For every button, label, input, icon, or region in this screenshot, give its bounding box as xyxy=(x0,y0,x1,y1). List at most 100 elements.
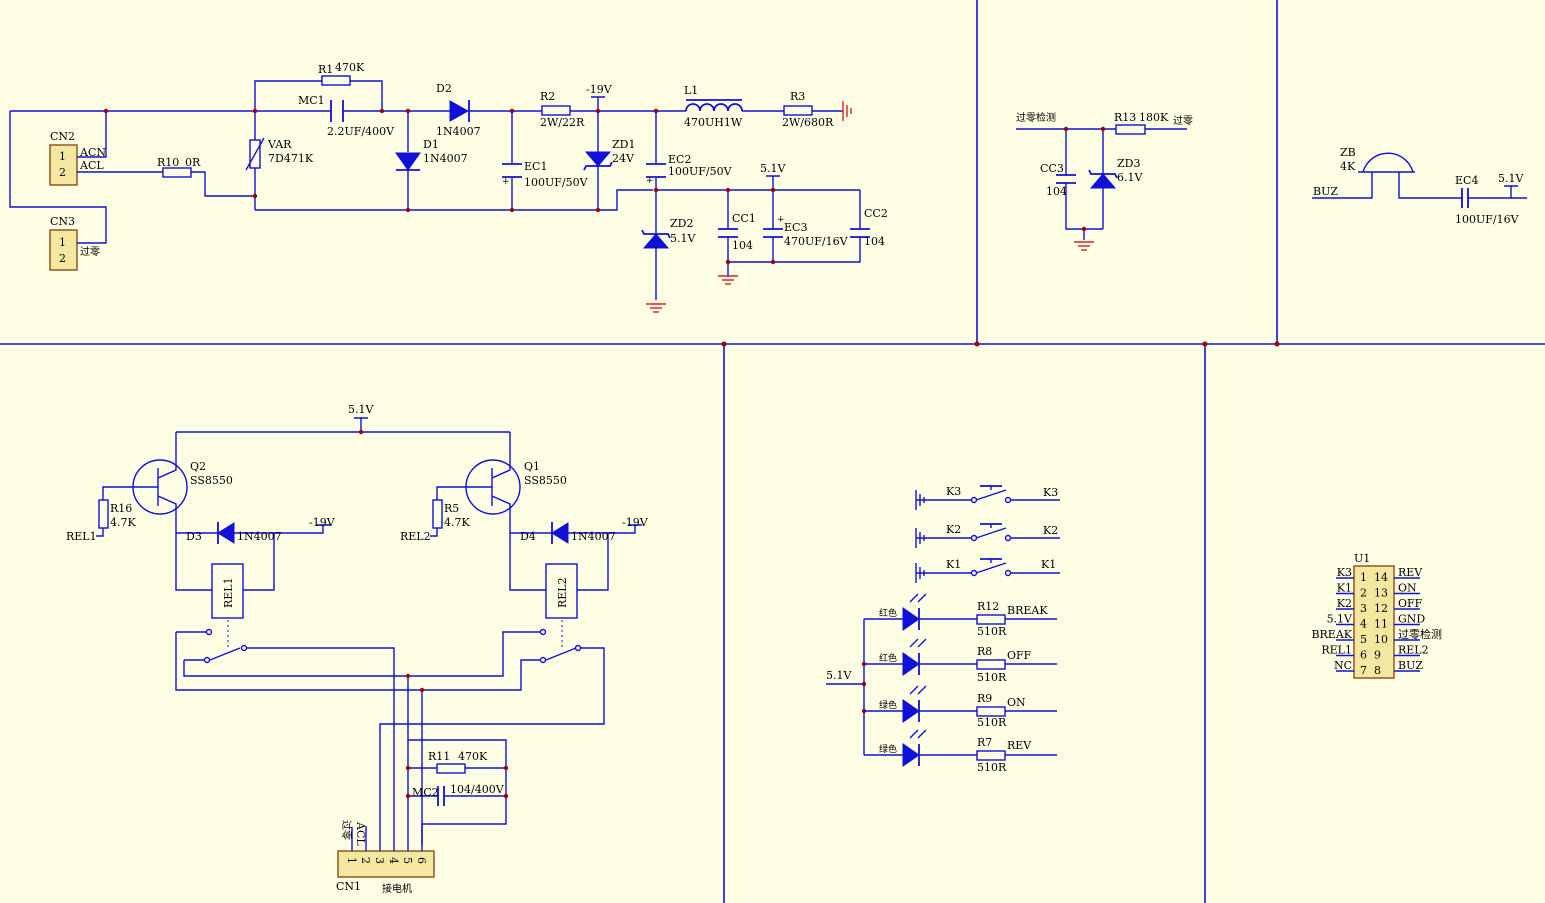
var-value: 7D471K xyxy=(268,152,314,165)
l1-ref: L1 xyxy=(684,84,698,97)
net-minus19v: -19V xyxy=(586,83,613,96)
u1-net-left: K2 xyxy=(1337,597,1352,610)
d1-value: 1N4007 xyxy=(423,152,468,165)
u1-pin-num-left: 1 xyxy=(1360,571,1367,584)
u1-pin-num-right: 10 xyxy=(1374,633,1388,646)
u1-pin-num-right: 14 xyxy=(1374,571,1388,584)
d4-value: 1N4007 xyxy=(571,530,616,543)
cn3-ref: CN3 xyxy=(50,215,75,228)
cn3-pin2: 2 xyxy=(59,252,66,265)
l1-value: 470UH1W xyxy=(684,116,743,129)
r10-ref: R10 xyxy=(157,156,179,169)
led-rev: 绿色 R7 510R REV xyxy=(864,729,1057,774)
relay2-coil xyxy=(545,563,578,619)
rel2-label: REL2 xyxy=(556,577,569,608)
cc2-value: 104 xyxy=(864,235,885,248)
ec4-ref: EC4 xyxy=(1455,174,1478,187)
ec1-ref: EC1 xyxy=(524,160,547,173)
u1-net-right: 过零检测 xyxy=(1398,627,1442,641)
buzzer-icon xyxy=(1358,152,1415,173)
k2-net: K2 xyxy=(1043,524,1058,537)
ec3-value: 470UF/16V xyxy=(784,235,849,248)
u1-net-right: GND xyxy=(1398,613,1425,626)
zb-ref: ZB xyxy=(1340,146,1356,159)
d2-value: 1N4007 xyxy=(436,125,481,138)
mc1-value: 2.2UF/400V xyxy=(327,125,395,138)
led-break: 红色 R12 510R BREAK xyxy=(864,593,1057,638)
u1-pin-num-left: 5 xyxy=(1360,633,1367,646)
zd2-ref: ZD2 xyxy=(670,217,693,230)
led-on: 绿色 R9 510R ON xyxy=(864,685,1057,729)
mc2-ref: MC2 xyxy=(412,786,439,799)
d4-ref: D4 xyxy=(520,530,536,543)
cn2-ref: CN2 xyxy=(50,130,75,143)
mc2-value: 104/400V xyxy=(450,783,505,796)
q1-value: SS8550 xyxy=(524,474,567,487)
ec3-ref: EC3 xyxy=(784,221,807,234)
cn1-pin5: 5 xyxy=(401,857,414,864)
keys-block: K3 K3 K2 K2 K1 K1 xyxy=(915,485,1060,583)
cc1-value: 104 xyxy=(732,239,753,252)
cc1-ref: CC1 xyxy=(732,212,756,225)
r5-value: 4.7K xyxy=(444,516,470,529)
u1-net-left: NC xyxy=(1334,659,1352,672)
cc3-ref: CC3 xyxy=(1040,162,1064,175)
u1-body xyxy=(1353,565,1395,679)
u1-net-left: BREAK xyxy=(1311,628,1352,641)
u1-net-left: REL1 xyxy=(1321,644,1352,657)
led-rev-color: 绿色 xyxy=(879,743,897,755)
r16-value: 4.7K xyxy=(110,516,136,529)
r3-value: 2W/680R xyxy=(782,116,834,129)
svg-text:+: + xyxy=(777,215,785,225)
net-5v1-top: 5.1V xyxy=(760,162,786,175)
cn1-net-zero: 过零 xyxy=(340,820,353,840)
rel1-label: REL1 xyxy=(222,577,235,608)
key-k1: K1 K1 xyxy=(915,558,1060,583)
u1-net-left: K3 xyxy=(1337,566,1352,579)
u1-pin-num-left: 2 xyxy=(1360,587,1367,600)
r5-ref: R5 xyxy=(444,502,459,515)
led-rev-res-ref: R7 xyxy=(977,736,992,749)
zd2-value: 5.1V xyxy=(670,232,696,245)
net-led-5v1: 5.1V xyxy=(826,669,852,682)
led-on-color: 绿色 xyxy=(879,699,897,711)
relay1-coil xyxy=(211,563,244,619)
cn1-ref: CN1 xyxy=(336,880,361,893)
ground-r3-icon xyxy=(842,101,852,121)
led-on-res-value: 510R xyxy=(977,716,1007,729)
cn1-label: 接电机 xyxy=(382,882,412,895)
ground-zd3-icon xyxy=(1074,241,1094,251)
r1-value: 470K xyxy=(335,61,365,74)
k2-ref: K2 xyxy=(946,523,961,536)
cn2-pin2: 2 xyxy=(59,166,66,179)
zd3-ref: ZD3 xyxy=(1117,157,1140,170)
zb-value: 4K xyxy=(1340,160,1356,173)
r11-ref: R11 xyxy=(428,750,450,763)
led-break-net: BREAK xyxy=(1007,604,1048,617)
q2-value: SS8550 xyxy=(190,474,233,487)
net-rel2-in: REL2 xyxy=(400,530,431,543)
led-rev-net: REV xyxy=(1007,739,1032,752)
r16-ref: R16 xyxy=(110,502,132,515)
key-k2: K2 K2 xyxy=(915,523,1060,548)
q1-ref: Q1 xyxy=(524,460,540,473)
leds-block: 5.1V 红色 R12 510R BREAK 红色 R8 510R OFF xyxy=(826,593,1057,774)
u1-pin-num-left: 3 xyxy=(1360,602,1367,615)
net-zero-out: 过零 xyxy=(1173,114,1193,127)
led-off: 红色 R8 510R OFF xyxy=(864,638,1057,684)
u1-pin-num-right: 9 xyxy=(1374,649,1381,662)
r13-ref: R13 xyxy=(1114,111,1136,124)
q2-ref: Q2 xyxy=(190,460,206,473)
r2-value: 2W/22R xyxy=(540,116,585,129)
cn1-pin1: 1 xyxy=(345,857,358,864)
r2-ref: R2 xyxy=(540,90,555,103)
key-k3: K3 K3 xyxy=(915,485,1060,510)
ground-zd2-icon xyxy=(646,303,666,313)
cn1-connector xyxy=(337,850,435,878)
cn1-pin6: 6 xyxy=(415,857,428,864)
cn1-pin3: 3 xyxy=(373,857,386,864)
d3-ref: D3 xyxy=(186,530,202,543)
net-rel1-in: REL1 xyxy=(66,530,97,543)
